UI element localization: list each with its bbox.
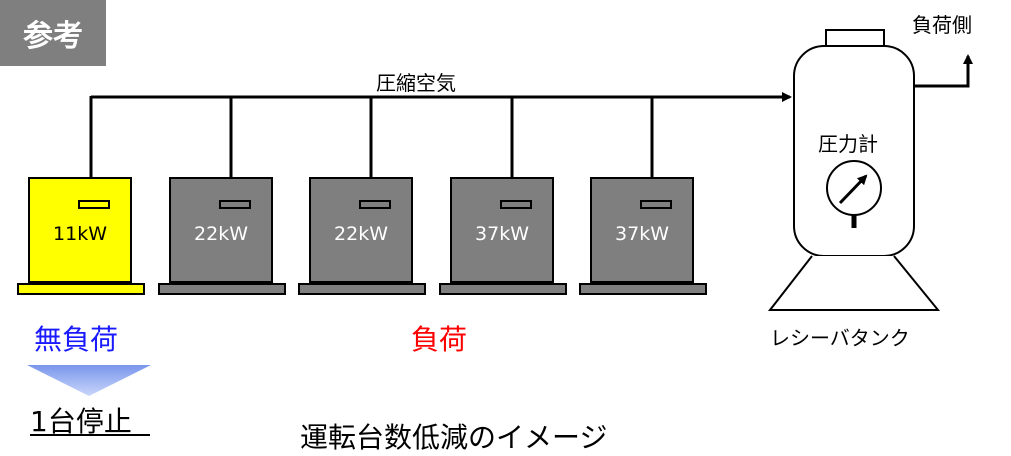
load-side-pipe <box>914 54 973 88</box>
receiver-tank-label: レシーバタンク <box>770 326 910 350</box>
compressor-base <box>17 283 145 295</box>
compressor-power: 11kW <box>53 223 107 245</box>
down-arrow-icon <box>27 365 151 396</box>
compressor-vent <box>359 200 391 209</box>
compressor-4: 37kW <box>450 177 554 283</box>
compressor-vent <box>500 200 532 209</box>
load-side-label: 負荷側 <box>912 13 972 37</box>
tank-stand <box>767 255 941 311</box>
no-load-label: 無負荷 <box>34 323 119 356</box>
diagram-lines <box>27 29 973 436</box>
compressor-power: 22kW <box>334 223 388 245</box>
compressor-base <box>439 283 567 295</box>
reference-badge: 参考 <box>0 0 106 66</box>
compressor-base <box>298 283 426 295</box>
compressed-air-label: 圧縮空気 <box>376 71 456 95</box>
compressor-power: 37kW <box>615 223 669 245</box>
compressor-2: 22kW <box>169 177 273 283</box>
compressor-base <box>158 283 286 295</box>
compressor-power: 22kW <box>194 223 248 245</box>
compressor-base <box>579 283 707 295</box>
pressure-gauge-label: 圧力計 <box>818 132 878 156</box>
compressor-power: 37kW <box>475 223 529 245</box>
compressor-vent <box>640 200 672 209</box>
compressor-5: 37kW <box>590 177 694 283</box>
compressor-vent <box>78 200 110 209</box>
load-label: 負荷 <box>411 323 468 356</box>
compressor-3: 22kW <box>309 177 413 283</box>
compressor-1: 11kW <box>28 177 132 283</box>
stop-one-unit-label: 1台停止 <box>30 405 132 438</box>
compressor-vent <box>219 200 251 209</box>
caption: 運転台数低減のイメージ <box>300 421 608 454</box>
